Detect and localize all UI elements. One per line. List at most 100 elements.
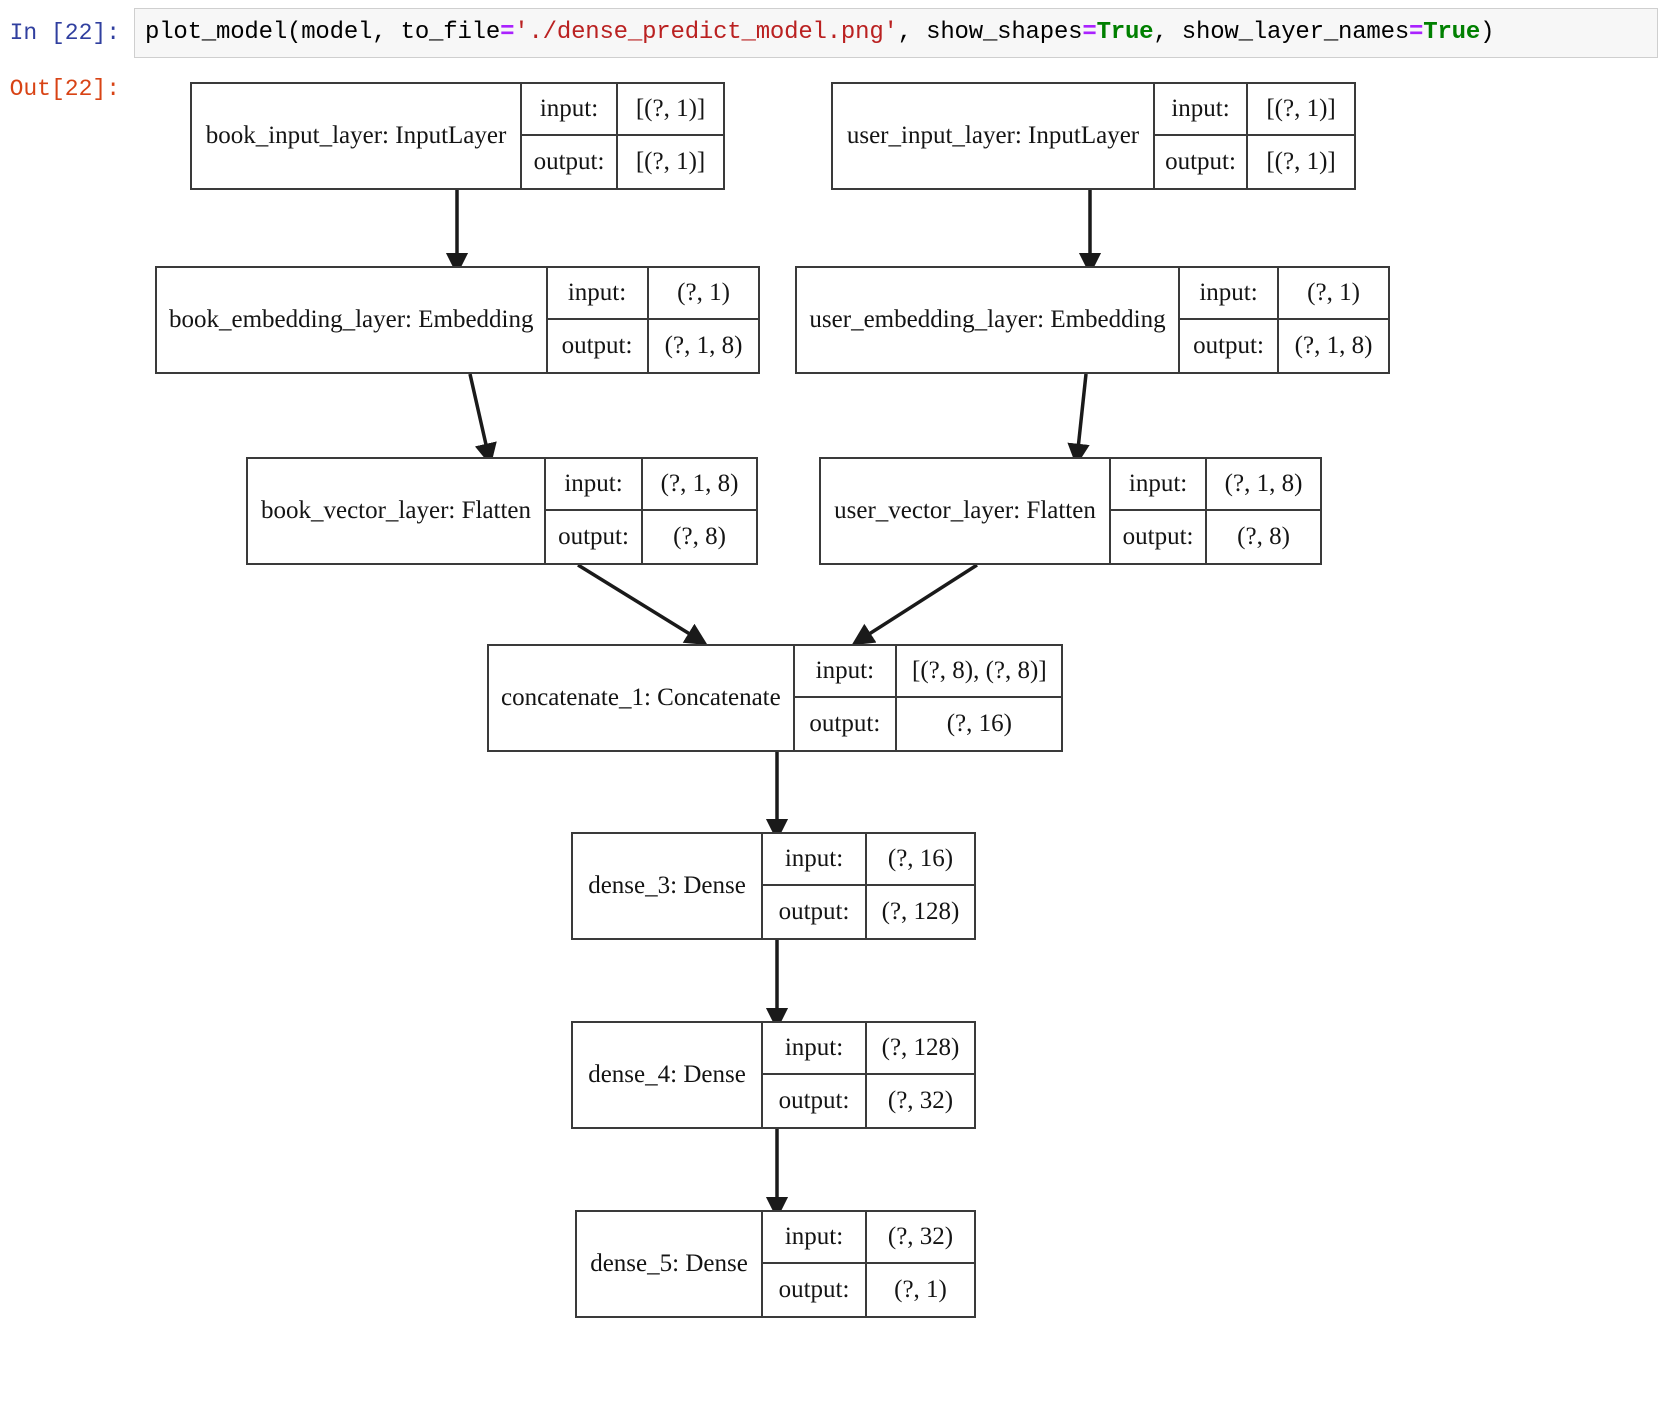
code-token-sep-1: , show_shapes — [897, 19, 1083, 46]
node-input-row: input: (?, 1) — [547, 268, 759, 320]
node-input-row: input: (?, 1) — [1180, 268, 1388, 320]
node-io-table: input: (?, 16) output: (?, 128) — [761, 834, 974, 938]
graph-node-book_embedding_layer: book_embedding_layer: Embedding input: (?,… — [155, 266, 760, 374]
node-io-table: input: (?, 1) output: (?, 1, 8) — [545, 268, 759, 372]
node-io-table: input: [(?, 8), (?, 8)] output: (?, 16) — [792, 646, 1062, 750]
graph-node-user_embedding_layer: user_embedding_layer: Embedding input: (?,… — [795, 266, 1390, 374]
node-label: dense_3: Dense — [588, 872, 746, 899]
node-input-label: input: — [1128, 470, 1188, 497]
node-label: book_vector_layer: Flatten — [260, 497, 532, 524]
node-input-row: input: (?, 32) — [763, 1212, 974, 1264]
code-token-filepath: './dense_predict_model.png' — [514, 19, 898, 46]
node-output-shape: (?, 128) — [865, 886, 974, 938]
node-io-table: input: (?, 32) output: (?, 1) — [761, 1212, 974, 1316]
code-input-area[interactable]: plot_model(model, to_file='./dense_predi… — [134, 8, 1658, 58]
model-architecture-diagram: book_input_layer: InputLayer input: [(?, 1… — [0, 72, 1662, 1416]
node-output-shape: (?, 32) — [865, 1075, 974, 1127]
node-output-label: output: — [809, 710, 881, 737]
node-label: book_embedding_layer: Embedding — [169, 306, 534, 333]
node-output-row: output: (?, 16) — [795, 698, 1062, 750]
code-token-call: plot_model(model, to_file — [145, 19, 501, 46]
node-input-label: input: — [1171, 95, 1230, 122]
node-output-label: output: — [1122, 523, 1194, 550]
node-input-shape: (?, 1, 8) — [641, 459, 756, 509]
node-input-row: input:(?, 128) — [763, 1023, 974, 1075]
node-input-shape: (?, 16) — [865, 834, 974, 884]
node-input-label: input: — [784, 845, 844, 872]
node-input-label: input: — [539, 95, 599, 122]
node-output-row: output:[(?, 1)] — [522, 136, 723, 188]
node-input-label: input: — [1199, 279, 1258, 306]
code-token-equals-3: = — [1409, 19, 1424, 46]
node-output-label: output: — [1165, 148, 1236, 175]
node-output-shape: (?, 8) — [1205, 511, 1320, 563]
edge-user_embedding_layer-to-user_vector_layer — [1067, 373, 1090, 467]
node-label: dense_4: Dense — [588, 1061, 746, 1088]
node-output-shape: (?, 16) — [894, 698, 1062, 750]
node-input-shape: [(?, 1)] — [1246, 84, 1354, 134]
node-output-label: output: — [558, 523, 629, 550]
node-input-row: input: (?, 1, 8) — [546, 459, 756, 511]
node-output-row: output: [(?, 1)] — [1155, 136, 1354, 188]
node-output-row: output: (?, 32) — [763, 1075, 974, 1127]
edge-book_vector_layer-to-concatenate_1 — [577, 563, 708, 646]
node-output-shape: (?, 1, 8) — [646, 320, 759, 372]
node-output-label: output: — [778, 1276, 850, 1303]
graph-node-dense_4: dense_4: Dense input:(?, 128) output: (?, 3… — [571, 1021, 976, 1129]
node-label: concatenate_1: Concatenate — [501, 684, 781, 711]
node-output-row: output: (?, 1, 8) — [548, 320, 759, 372]
code-token-sep-2: , show_layer_names — [1153, 19, 1410, 46]
node-output-row: output: (?, 128) — [763, 886, 974, 938]
node-input-shape: (?, 1) — [1277, 268, 1388, 318]
graph-node-dense_5: dense_5: Dense input: (?, 32) output: (?, 1) — [575, 1210, 976, 1318]
node-input-shape: [(?, 1)] — [616, 84, 723, 134]
node-input-shape: (?, 1, 8) — [1205, 459, 1320, 509]
graph-node-book_vector_layer: book_vector_layer: Flatten input: (?, 1, 8… — [246, 457, 758, 565]
edge-book_embedding_layer-to-book_vector_layer — [468, 373, 497, 466]
node-input-row: input: [(?, 8), (?, 8)] — [794, 646, 1062, 698]
node-io-table: input: (?, 1, 8) output: (?, 8) — [1109, 459, 1320, 563]
node-label: dense_5: Dense — [590, 1250, 748, 1277]
node-io-table: input:(?, 128) output: (?, 32) — [761, 1023, 974, 1127]
node-label: user_input_layer: InputLayer — [846, 122, 1140, 149]
node-output-label: output: — [778, 1087, 850, 1114]
graph-node-book_input_layer: book_input_layer: InputLayer input: [(?, 1… — [190, 82, 725, 190]
node-input-shape: [(?, 8), (?, 8)] — [894, 646, 1062, 696]
node-input-shape: (?, 128) — [865, 1023, 974, 1073]
node-io-table: input: [(?, 1)] output: [(?, 1)] — [1153, 84, 1354, 188]
graph-node-user_input_layer: user_input_layer: InputLayer input: [(?, 1… — [831, 82, 1356, 190]
node-label: user_embedding_layer: Embedding — [809, 306, 1166, 333]
node-input-shape: (?, 1) — [646, 268, 759, 318]
node-input-label: input: — [784, 1223, 844, 1250]
code-token-true-1: True — [1096, 19, 1154, 46]
edge-user_vector_layer-to-concatenate_1 — [851, 563, 978, 646]
node-output-row: output: (?, 1) — [763, 1264, 974, 1316]
node-io-table: input: (?, 1, 8) output: (?, 8) — [544, 459, 756, 563]
graph-node-concatenate_1: concatenate_1: Concatenate input: [(?, 8),… — [487, 644, 1063, 752]
node-output-row: output: (?, 8) — [1111, 511, 1320, 563]
node-output-shape: (?, 1) — [865, 1264, 974, 1316]
node-output-row: output:(?, 1, 8) — [1180, 320, 1388, 372]
node-output-shape: [(?, 1)] — [1246, 136, 1354, 188]
node-output-shape: (?, 8) — [641, 511, 756, 563]
code-token-equals-1: = — [500, 19, 515, 46]
node-output-label: output: — [778, 898, 850, 925]
output-prompt-label: Out[22]: — [9, 76, 120, 102]
node-output-row: output: (?, 8) — [546, 511, 756, 563]
node-input-label: input: — [567, 279, 627, 306]
code-token-close-paren: ) — [1480, 19, 1495, 46]
code-token-true-2: True — [1423, 19, 1481, 46]
node-label: book_input_layer: InputLayer — [205, 122, 507, 149]
node-input-shape: (?, 32) — [865, 1212, 974, 1262]
node-io-table: input: (?, 1)output:(?, 1, 8) — [1178, 268, 1388, 372]
node-output-label: output: — [561, 332, 633, 359]
node-input-label: input: — [815, 657, 875, 684]
node-input-row: input: [(?, 1)] — [522, 84, 723, 136]
input-prompt-label: In [22]: — [9, 20, 120, 46]
node-input-row: input: [(?, 1)] — [1155, 84, 1354, 136]
node-input-label: input: — [564, 470, 623, 497]
code-line: plot_model(model, to_file='./dense_predi… — [145, 18, 1494, 48]
node-input-row: input: (?, 16) — [763, 834, 974, 886]
node-io-table: input: [(?, 1)]output:[(?, 1)] — [520, 84, 723, 188]
